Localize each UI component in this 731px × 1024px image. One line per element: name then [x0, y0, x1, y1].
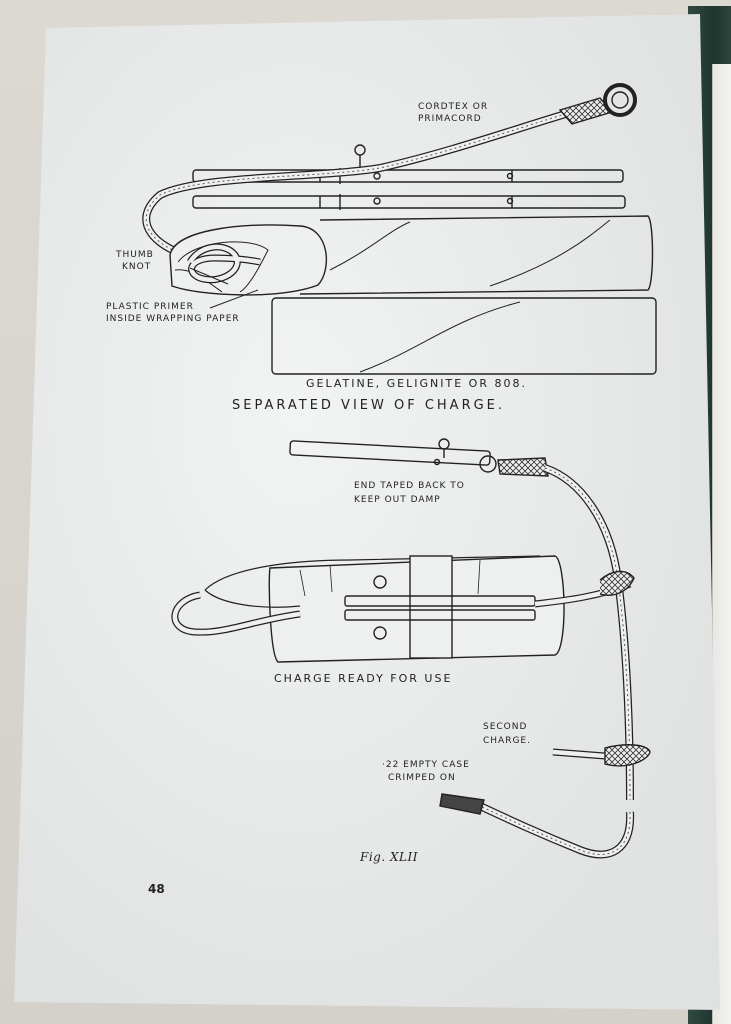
primer-leader	[209, 289, 259, 309]
cordtex-label-line2: PRIMACORD	[418, 114, 482, 124]
booklet-page	[14, 14, 720, 1010]
second-charge-cord	[552, 744, 651, 767]
plastic-primer-label-line2: INSIDE WRAPPING PAPER	[106, 314, 240, 324]
second-charge-label-line1: SECOND	[483, 722, 528, 732]
detonator-tubes-top	[192, 144, 626, 210]
charge-ready-label: CHARGE READY FOR USE	[274, 672, 453, 685]
thumb-knot-label-line1: THUMB	[116, 250, 154, 260]
knot-leader	[189, 267, 229, 285]
taped-end-label-line2: KEEP OUT DAMP	[354, 495, 441, 505]
explosive-types-label: GELATINE, GELIGNITE OR 808.	[306, 377, 527, 390]
second-charge-label-line2: CHARGE.	[483, 736, 531, 746]
detonator-bottom	[289, 438, 549, 477]
plastic-primer	[169, 224, 328, 296]
empty-case-label-line1: ·22 EMPTY CASE	[382, 760, 470, 770]
page-shading	[14, 14, 720, 1010]
separated-view-title: SEPARATED VIEW OF CHARGE.	[232, 398, 506, 413]
thumb-knot-label-line2: KNOT	[122, 262, 152, 272]
next-page-edge	[712, 64, 731, 1024]
explosive-blocks	[271, 215, 657, 375]
cordtex-cord-top	[142, 83, 637, 266]
charge-ready	[171, 555, 635, 663]
plastic-primer-label-line1: PLASTIC PRIMER	[106, 302, 194, 312]
empty-case-cord	[439, 793, 635, 859]
figure-caption: Fig. XLII	[360, 850, 418, 864]
empty-case-label-line2: CRIMPED ON	[388, 773, 456, 783]
taped-end-label-line1: END TAPED BACK TO	[354, 481, 465, 491]
page-number: 48	[148, 882, 165, 896]
cordtex-label-line1: CORDTEX OR	[418, 102, 489, 112]
